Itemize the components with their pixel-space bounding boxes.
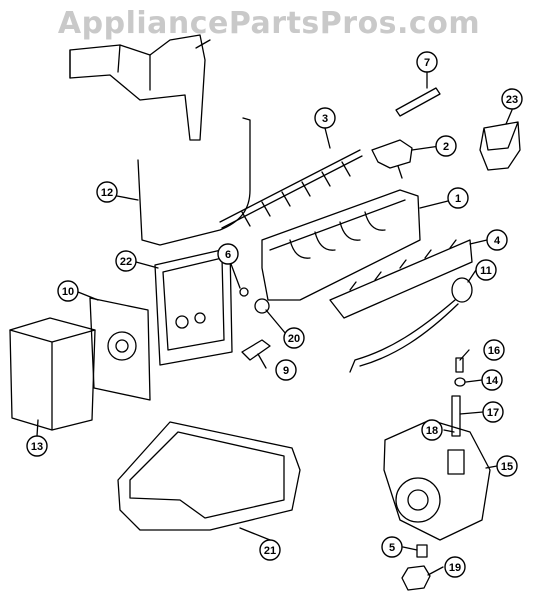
nut-part-19: [401, 565, 431, 591]
thermostat-part: [371, 139, 413, 179]
callout-9: 9: [275, 359, 297, 381]
svg-text:20: 20: [288, 333, 300, 345]
svg-text:1: 1: [455, 193, 461, 205]
svg-text:4: 4: [494, 235, 501, 247]
fill-tube-part: [69, 34, 206, 141]
callout-13: 13: [26, 435, 48, 457]
svg-text:11: 11: [480, 265, 492, 277]
svg-text:23: 23: [506, 94, 518, 106]
svg-text:2: 2: [443, 141, 449, 153]
watermark-logo: AppliancePartsPros.com: [57, 6, 481, 41]
callout-18: 18: [421, 419, 443, 441]
cover-box-part: [9, 317, 96, 431]
ice-bin-part: [117, 421, 301, 531]
nut-part-14: [454, 377, 466, 387]
screw-part-16: [455, 357, 464, 373]
callout-23: 23: [501, 88, 523, 110]
callout-layer: 1 2 3 4 5 6 7 9 10 11 12 13 14 15 16 17 …: [26, 51, 523, 578]
svg-text:15: 15: [501, 461, 513, 473]
small-cup-part: [479, 121, 521, 171]
callout-2: 2: [435, 135, 457, 157]
callout-5: 5: [381, 536, 403, 558]
stripper-part: [329, 239, 473, 319]
callout-17: 17: [482, 401, 504, 423]
heater-harness-part: [349, 277, 473, 373]
callout-20: 20: [283, 327, 305, 349]
callout-7: 7: [416, 51, 438, 73]
tube-part-7: [395, 87, 441, 117]
svg-text:18: 18: [426, 425, 438, 437]
svg-text:10: 10: [62, 286, 74, 298]
callout-16: 16: [483, 339, 505, 361]
callout-15: 15: [496, 455, 518, 477]
control-housing-part: [154, 247, 233, 366]
callout-14: 14: [481, 369, 503, 391]
fitting-part-5: [416, 544, 428, 558]
gear-part-6: [239, 287, 249, 297]
callout-3: 3: [314, 107, 336, 129]
svg-text:6: 6: [225, 249, 231, 261]
callout-12: 12: [96, 181, 118, 203]
tube-part-17: [451, 395, 461, 437]
motor-part-20: [254, 298, 270, 314]
svg-text:21: 21: [264, 545, 276, 557]
bracket-part-9: [241, 339, 271, 361]
svg-text:13: 13: [31, 441, 43, 453]
svg-text:7: 7: [424, 57, 430, 69]
cover-plate-part: [89, 297, 151, 401]
callout-19: 19: [444, 556, 466, 578]
callout-6: 6: [217, 243, 239, 265]
callout-11: 11: [475, 259, 497, 281]
svg-text:17: 17: [487, 407, 499, 419]
callout-1: 1: [447, 187, 469, 209]
svg-text:14: 14: [486, 375, 499, 387]
leader-lines: [36, 39, 513, 576]
callout-10: 10: [57, 280, 79, 302]
callout-21: 21: [259, 539, 281, 561]
ice-mold-part: [261, 189, 421, 301]
callout-22: 22: [115, 250, 137, 272]
svg-text:3: 3: [322, 113, 328, 125]
svg-text:5: 5: [389, 542, 395, 554]
svg-text:22: 22: [120, 256, 132, 268]
callout-4: 4: [486, 229, 508, 251]
ejector-rake-part: [219, 149, 363, 229]
wire-part-12: [137, 117, 251, 246]
svg-text:19: 19: [449, 562, 461, 574]
svg-text:16: 16: [488, 345, 500, 357]
water-valve-part: [383, 419, 491, 541]
svg-text:12: 12: [101, 187, 113, 199]
svg-text:9: 9: [283, 365, 289, 377]
